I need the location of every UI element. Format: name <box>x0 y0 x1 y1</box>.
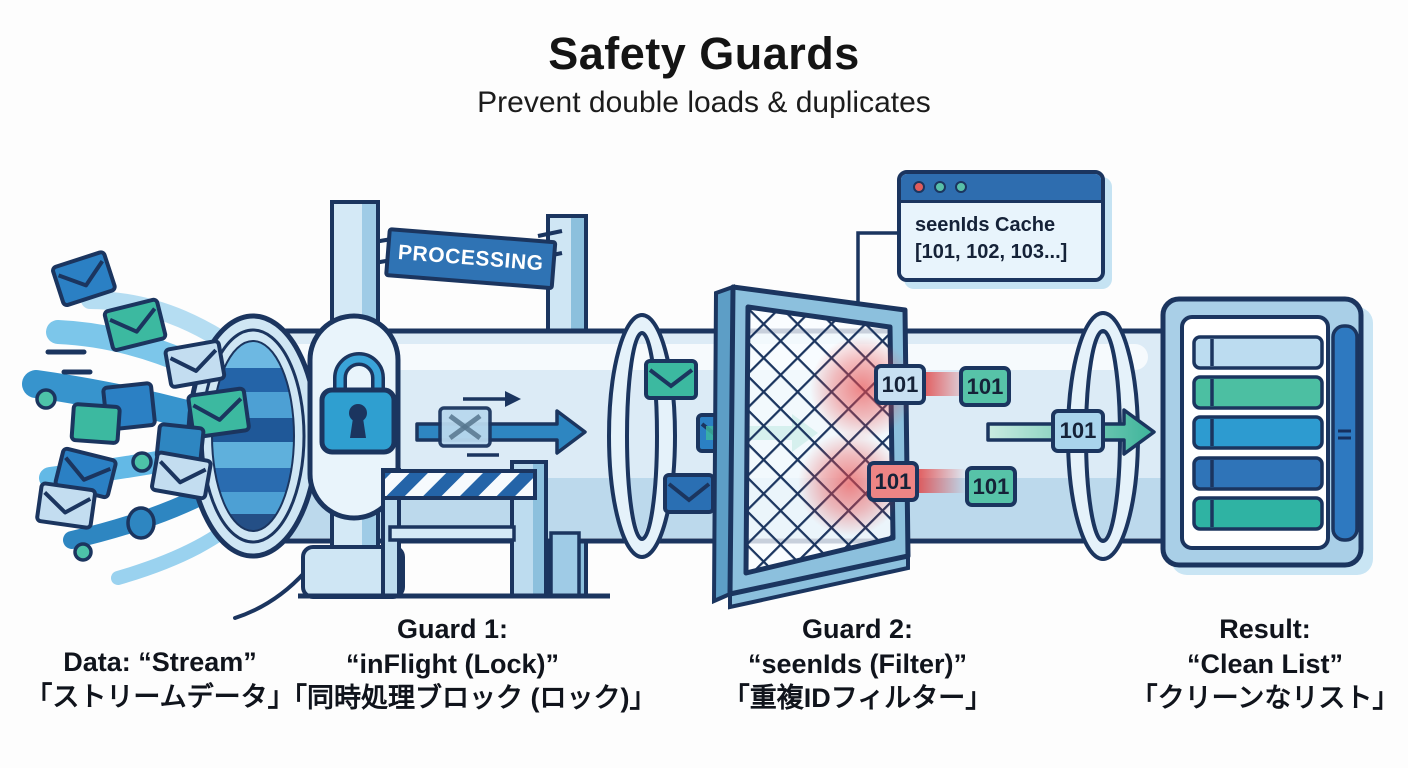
blocked-glow <box>798 432 902 536</box>
dot-icon <box>131 451 153 473</box>
cache-values: [101, 102, 103...] <box>915 241 1068 263</box>
page-subtitle: Prevent double loads & duplicates <box>477 86 931 119</box>
result-row <box>1192 496 1324 531</box>
cache-window-titlebar <box>901 174 1101 203</box>
traffic-dot-green-icon <box>955 181 967 193</box>
x-mark-icon <box>448 413 482 441</box>
barrier <box>381 460 548 598</box>
stage-result-line2: “Clean List” <box>1186 648 1344 679</box>
stage-data-line1: Data: “Stream” <box>63 647 257 677</box>
stage-label-guard1: Guard 1: “inFlight (Lock)” 「同時処理ブロック (ロッ… <box>280 612 657 716</box>
blocked-streak <box>916 469 966 493</box>
stage-label-guard2: Guard 2: “seenIds (Filter)” 「重複IDフィルター」 <box>715 612 1000 716</box>
page-title: Safety Guards <box>548 28 860 79</box>
stage-guard2-jp: 「重複IDフィルター」 <box>722 683 993 714</box>
stage-guard1-jp: 「同時処理ブロック (ロック)」 <box>280 683 657 714</box>
cache-window: seenIds Cache [101, 102, 103...] <box>897 170 1105 282</box>
processing-sign-label: PROCESSING <box>397 240 545 276</box>
badge-blocked-duplicate-top: 101 <box>874 364 926 405</box>
result-row <box>1192 375 1324 410</box>
scrollbar[interactable] <box>1331 324 1359 542</box>
dot-icon <box>126 506 156 540</box>
dot-icon <box>73 542 93 562</box>
traffic-dot-red-icon <box>913 181 925 193</box>
stage-label-data: Data: “Stream” 「ストリームデータ」 <box>15 645 305 714</box>
result-row <box>1192 456 1324 491</box>
badge-blocked-duplicate-bottom: 101 <box>867 461 919 502</box>
lock-station <box>298 200 610 599</box>
blocked-glow <box>810 336 914 440</box>
packet-icon <box>69 402 122 445</box>
result-list <box>1160 296 1373 575</box>
cache-connector-line <box>856 231 897 303</box>
pipe-collar-ring <box>607 313 677 559</box>
envelope-icon <box>51 250 117 308</box>
inflight-arrows <box>415 391 587 457</box>
envelope-icon <box>163 339 227 389</box>
stage-label-result: Result: “Clean List” 「クリーンなリスト」 <box>1130 612 1400 716</box>
result-row <box>1192 335 1324 370</box>
stage-data-jp: 「ストリームデータ」 <box>25 681 295 712</box>
envelope-icon <box>644 359 698 400</box>
envelope-icon <box>186 386 251 440</box>
stage-guard1-line2: “inFlight (Lock)” <box>346 648 559 679</box>
badge-passed-bottom: 101 <box>965 466 1017 507</box>
stage-result-line1: Result: <box>1219 614 1311 644</box>
mesh-filter <box>711 284 914 610</box>
envelope-icon <box>663 473 715 514</box>
envelope-icon <box>35 481 97 530</box>
stage-guard2-line1: Guard 2: <box>801 614 914 644</box>
hazard-stripes-icon <box>381 469 537 500</box>
result-rows <box>1192 335 1324 531</box>
dot-icon <box>35 388 57 410</box>
traffic-dot-green-icon <box>934 181 946 193</box>
cache-window-body: seenIds Cache [101, 102, 103...] <box>901 203 1101 278</box>
envelope-icon <box>102 297 168 352</box>
badge-inflight-item: 101 <box>1051 409 1105 453</box>
result-row <box>1192 415 1324 450</box>
envelope-icon <box>150 450 213 501</box>
stream-envelopes <box>35 250 251 562</box>
stage-guard2-line2: “seenIds (Filter)” <box>747 648 968 679</box>
badge-passed-top: 101 <box>959 366 1011 407</box>
stage-guard1-line1: Guard 1: <box>396 614 509 644</box>
lock-icon <box>319 352 397 455</box>
stage-result-jp: 「クリーンなリスト」 <box>1130 683 1400 714</box>
cache-title: seenIds Cache <box>915 214 1056 236</box>
